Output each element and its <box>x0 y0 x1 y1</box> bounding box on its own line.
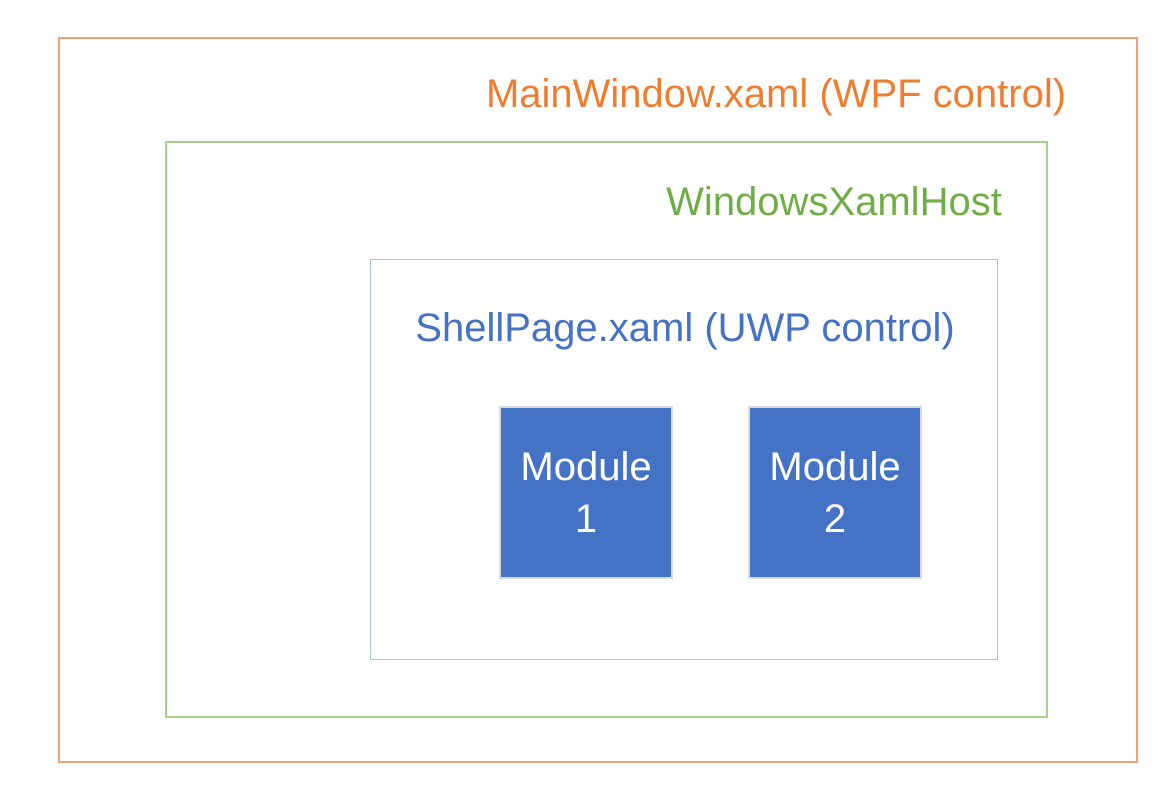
windows-xaml-host-box: WindowsXamlHost ShellPage.xaml (UWP cont… <box>165 141 1048 718</box>
module-1-box: Module 1 <box>499 406 673 579</box>
wpf-window-box: MainWindow.xaml (WPF control) WindowsXam… <box>58 37 1138 763</box>
module-1-name: Module <box>520 444 652 489</box>
module-2-name: Module <box>769 444 901 489</box>
shell-page-label: ShellPage.xaml (UWP control) <box>415 306 955 350</box>
module-1-number: 1 <box>574 496 598 541</box>
module-2-number: 2 <box>823 496 847 541</box>
module-2-box: Module 2 <box>748 406 922 579</box>
wpf-window-label: MainWindow.xaml (WPF control) <box>485 72 1067 116</box>
windows-xaml-host-label: WindowsXamlHost <box>666 180 1002 224</box>
shell-page-box: ShellPage.xaml (UWP control) Module 1 Mo… <box>370 259 998 660</box>
